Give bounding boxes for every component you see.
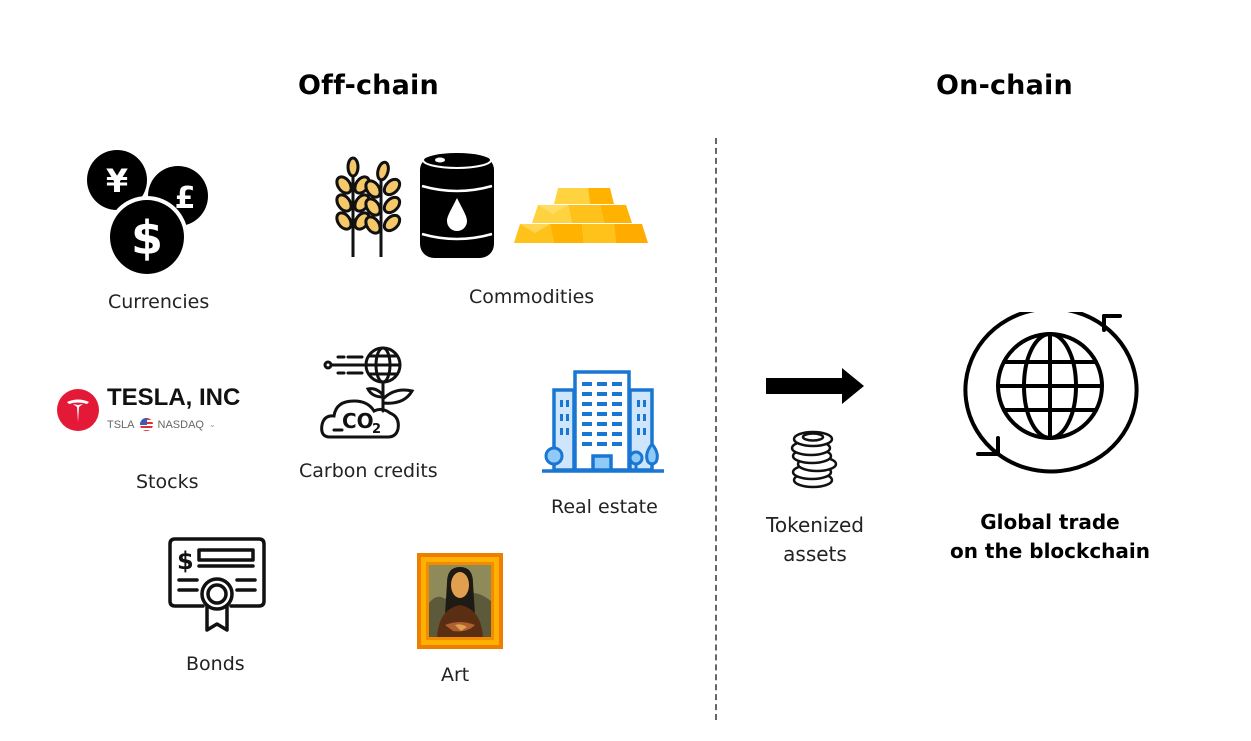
wheat-icon: [333, 155, 413, 260]
tokenized-assets-label: Tokenized assets: [755, 511, 875, 569]
us-flag-icon: [139, 418, 153, 431]
dollar-symbol: $: [131, 211, 163, 265]
mona-lisa-painting-icon: [417, 553, 503, 649]
co2-cloud-plant-icon: CO 2: [320, 345, 420, 443]
real-estate-label: Real estate: [551, 496, 658, 518]
bond-dollar-symbol: $: [177, 547, 194, 575]
right-arrow-icon: [766, 368, 864, 404]
company-name: TESLA, INC: [107, 384, 241, 411]
ticker: TSLA: [107, 418, 135, 431]
buildings-icon: [542, 368, 664, 478]
currencies-label: Currencies: [108, 291, 210, 313]
tokenized-line2: assets: [783, 542, 847, 566]
tokenized-line1: Tokenized: [766, 513, 864, 537]
global-trade-line2: on the blockchain: [949, 539, 1151, 563]
yen-symbol: ¥: [106, 162, 128, 200]
carbon-credits-label: Carbon credits: [299, 460, 438, 482]
pound-symbol: £: [175, 181, 196, 216]
stocks-label: Stocks: [136, 471, 199, 493]
co2-text: CO: [342, 409, 374, 433]
currency-coins-icon: ¥ £ $: [82, 150, 214, 282]
global-trade-line1: Global trade: [980, 510, 1120, 534]
bond-certificate-icon: $: [167, 536, 267, 634]
commodities-label: Commodities: [469, 286, 595, 308]
art-label: Art: [441, 664, 470, 686]
globe-cycle-icon: [962, 312, 1140, 474]
section-divider: [715, 138, 717, 720]
on-chain-heading: On-chain: [936, 70, 1073, 101]
chevron-down-icon: ⌄: [208, 420, 216, 429]
off-chain-heading: Off-chain: [298, 70, 439, 101]
bonds-label: Bonds: [186, 653, 245, 675]
tesla-logo-icon: [57, 389, 99, 431]
exchange: NASDAQ: [157, 418, 204, 431]
gold-bars-icon: [510, 186, 650, 246]
global-trade-label: Global trade on the blockchain: [930, 508, 1170, 566]
co2-subscript: 2: [372, 422, 381, 437]
stock-meta: TSLA NASDAQ ⌄: [107, 418, 216, 431]
oil-barrel-icon: [418, 150, 496, 265]
coin-stack-icon: [790, 424, 840, 490]
